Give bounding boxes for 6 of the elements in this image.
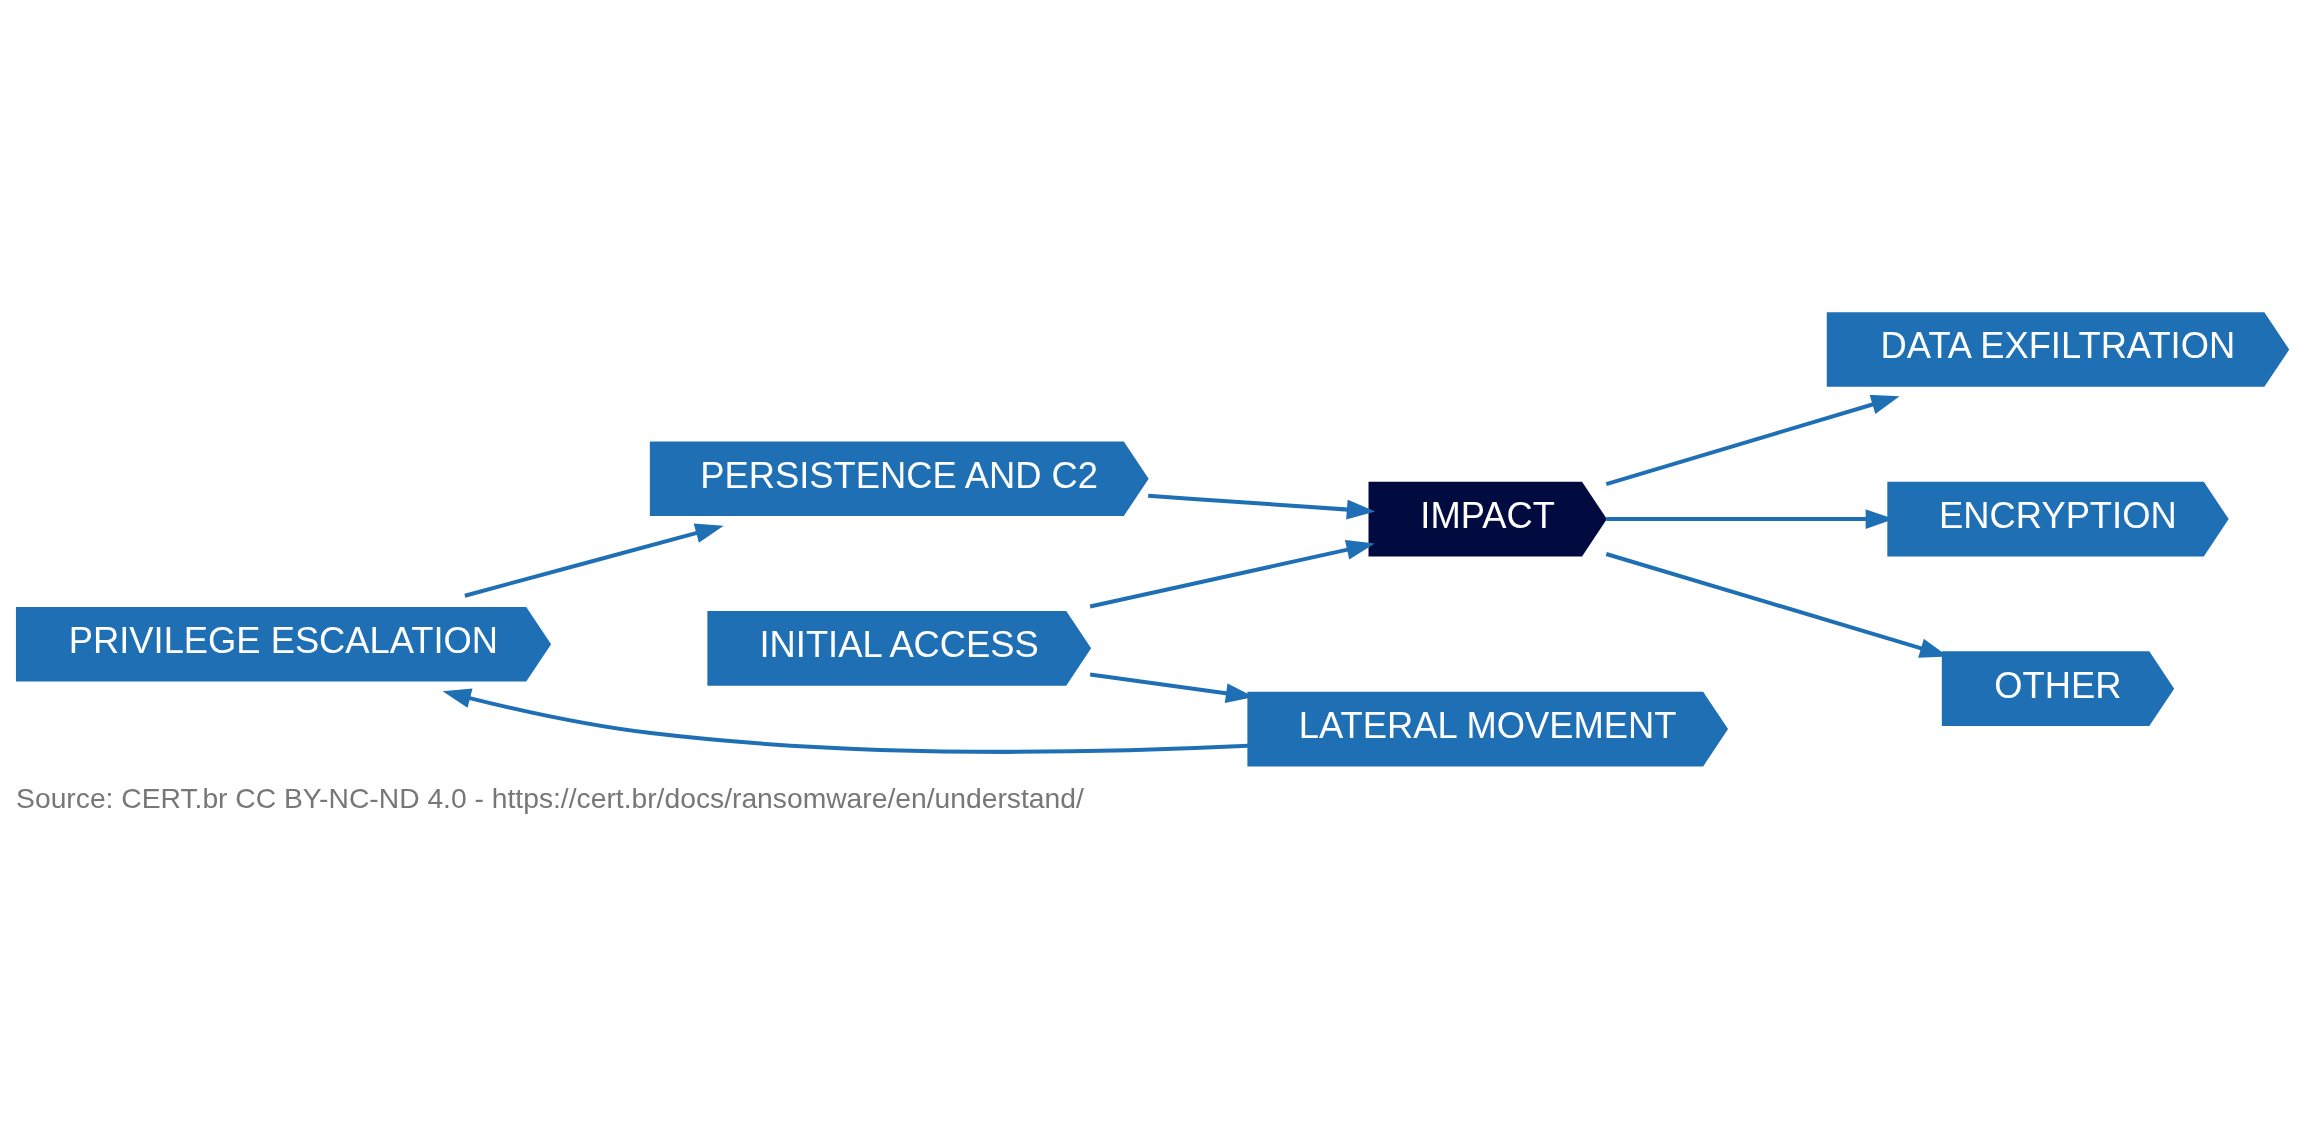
arrow (1605, 394, 1900, 486)
arrow (1089, 539, 1375, 608)
arrow (1148, 493, 1376, 519)
arrow (464, 523, 724, 598)
caption: Source: CERT.br CC BY-NC-ND 4.0 - https://cert.br/docs/ransomware/en/understand/ (16, 781, 1084, 814)
arrow (442, 688, 1249, 754)
